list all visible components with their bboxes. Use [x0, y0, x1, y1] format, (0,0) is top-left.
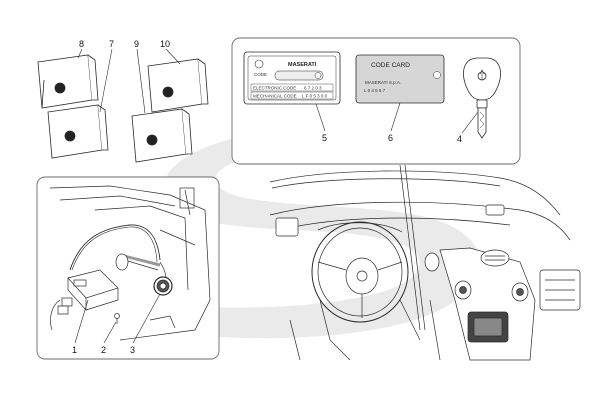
callout-3: 3 — [130, 345, 135, 355]
card-left-key-slot — [274, 70, 324, 81]
receiver-inset-frame — [36, 176, 220, 360]
callout-7: 7 — [109, 39, 114, 49]
callout-labels: 8 7 9 10 5 6 4 1 2 3 — [72, 39, 462, 355]
card-right-value: L 0 4 5 6 7 — [364, 88, 386, 93]
code-card-left: MASERATI CODE ELECTRONIC CODE 6 7 2 0 3 … — [243, 51, 341, 105]
card-leaders — [315, 102, 479, 134]
ignition-key — [463, 57, 501, 139]
callout-4: 4 — [457, 134, 462, 144]
callout-1: 1 — [72, 345, 77, 355]
receiver-leaders — [74, 293, 161, 344]
envelope-7 — [47, 104, 109, 159]
card-left-mechanical-label: MECHANICAL CODE — [253, 94, 297, 99]
envelope-leaders — [77, 48, 181, 114]
callout-10: 10 — [160, 39, 170, 49]
callout-9: 9 — [134, 39, 139, 49]
card-left-brand: MASERATI — [288, 62, 317, 68]
card-left-code-label: CODE — [254, 72, 267, 77]
callout-6: 6 — [388, 133, 393, 143]
callout-5: 5 — [322, 133, 327, 143]
card-right-title: CODE CARD — [371, 62, 410, 69]
envelope-10 — [147, 58, 209, 113]
callout-2: 2 — [101, 345, 106, 355]
callout-8: 8 — [79, 39, 84, 49]
card-left-electronic-value: 6 7 2 0 3 — [304, 86, 322, 91]
receiver-assembly — [49, 185, 211, 341]
dashboard-illustration — [269, 164, 581, 361]
card-right-fine-print: MASERATI S.p.A. — [365, 80, 401, 85]
key-tag-envelopes — [37, 54, 209, 163]
envelope-9 — [131, 108, 193, 163]
card-left-electronic-label: ELECTRONIC CODE — [253, 86, 296, 91]
trident-icon — [254, 59, 264, 69]
envelope-8 — [37, 54, 99, 109]
card-left-mechanical-value: L F 0 5 3 0 0 — [302, 94, 328, 99]
code-card-right: CODE CARD MASERATI S.p.A. L 0 4 5 6 7 — [355, 54, 445, 104]
